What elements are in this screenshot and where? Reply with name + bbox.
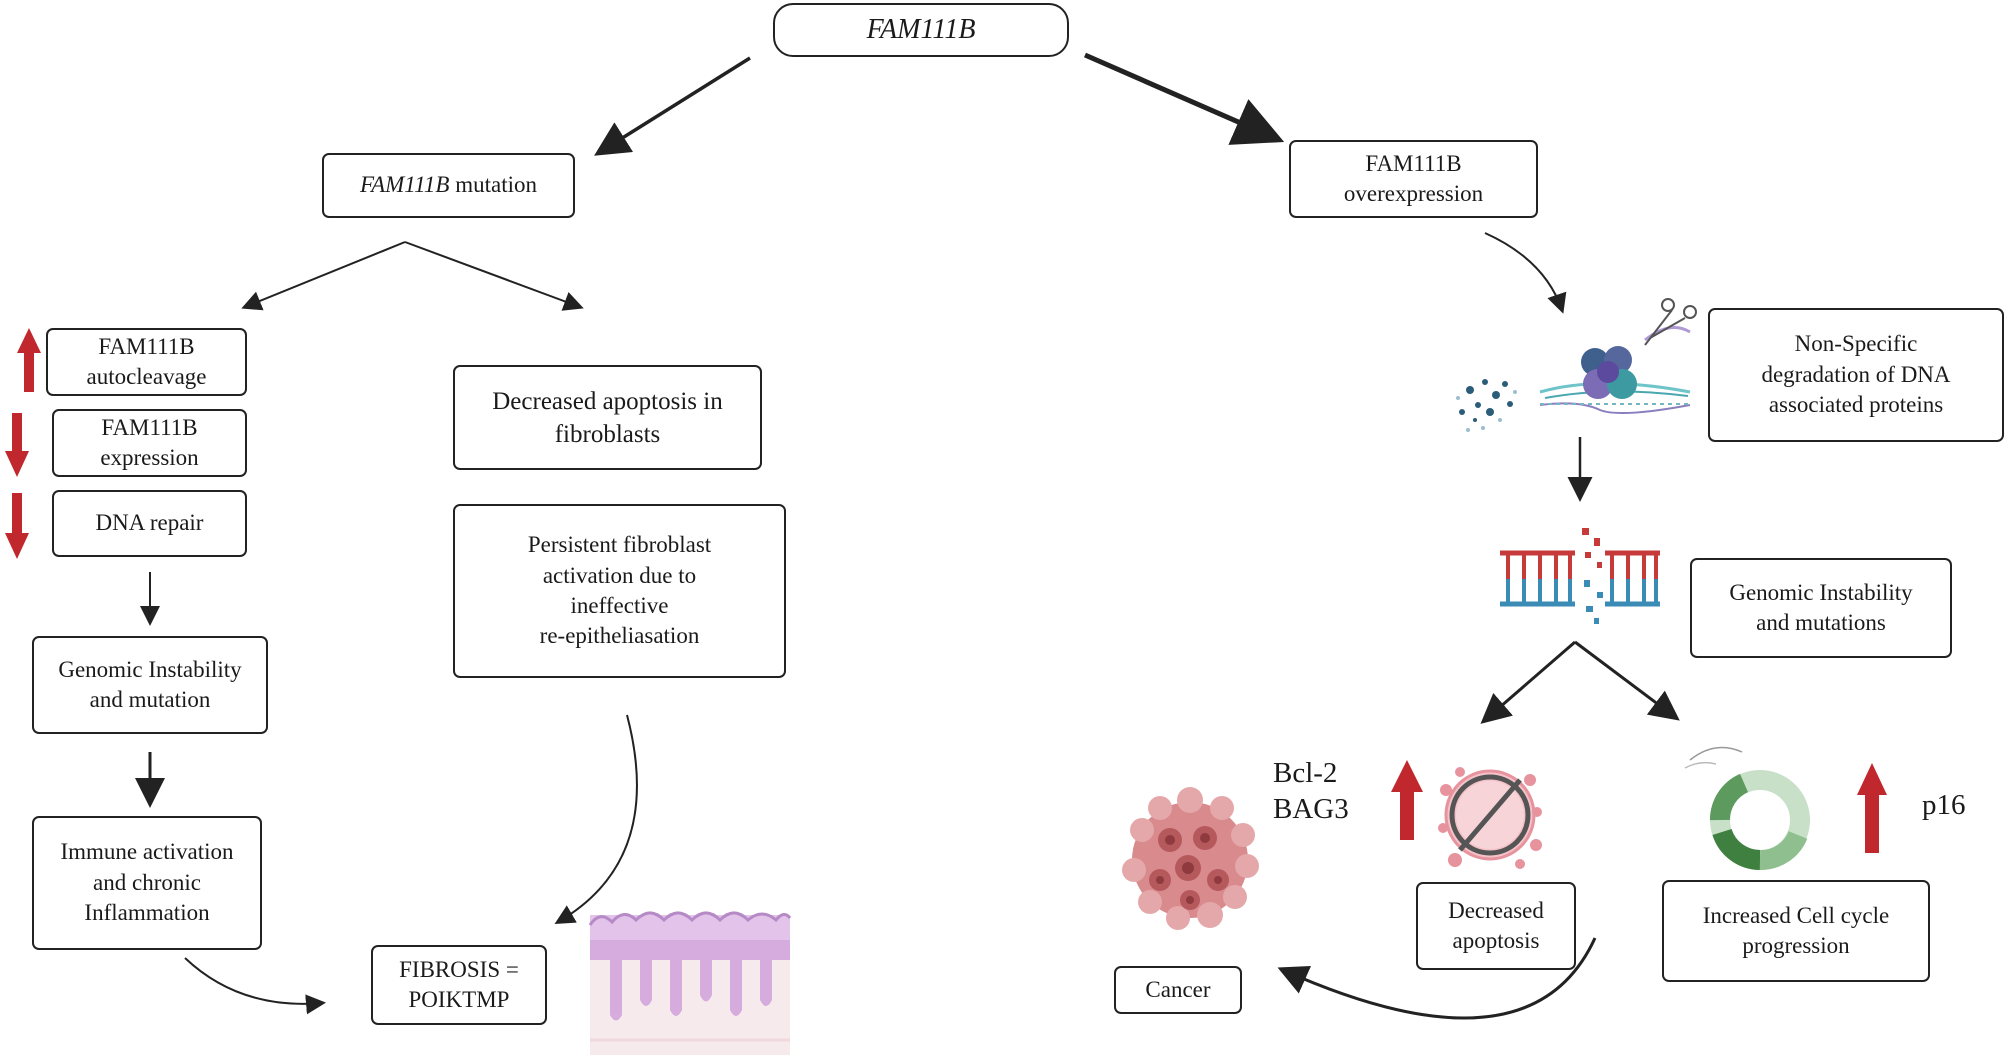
tumor-cell-icon (1122, 787, 1259, 930)
mutation-node: FAM111B mutation (322, 153, 575, 218)
cancer-node: Cancer (1114, 966, 1242, 1014)
arrow-immune-to-fibrosis (184, 957, 326, 1015)
dna-repair-node: DNA repair (52, 490, 247, 557)
arrow-mutation-to-middle (404, 241, 584, 311)
arrow-genomic-to-apoptosis (1480, 640, 1576, 724)
cell-cycle-icon (1684, 746, 1810, 870)
apoptotic-cell-icon (1438, 767, 1542, 869)
dna-break-icon (1500, 528, 1660, 624)
fibrosis-node: FIBROSIS =POIKTMP (371, 945, 547, 1025)
root-node: FAM111B (773, 3, 1069, 57)
p16-label: p16 (1922, 789, 1966, 821)
skin-tissue-icon (588, 911, 792, 1055)
bcl2-bag3-label: Bcl-2 BAG3 (1273, 757, 1349, 826)
arrow-mutation-to-left (241, 241, 406, 311)
arrow-genomic-to-cellcycle (1574, 640, 1680, 721)
nucleosome-scissors-icon (1456, 298, 1697, 432)
up-arrow-icon (17, 328, 41, 392)
mutation-gene: FAM111B (360, 172, 450, 198)
arrow-persistent-to-fibrosis (554, 714, 638, 925)
down-arrow-icon (5, 493, 29, 559)
mutation-suffix: mutation (449, 172, 537, 198)
up-arrow-icon (1391, 760, 1423, 840)
arrow-to-cancer (1277, 937, 1597, 1020)
up-arrow-icon (1857, 763, 1887, 853)
arrow-root-to-mutation (594, 56, 751, 156)
arrow-overexpression-to-degradation (1484, 232, 1567, 314)
down-arrow-icon (5, 413, 29, 477)
arrow-root-to-overexpression (1083, 52, 1285, 145)
